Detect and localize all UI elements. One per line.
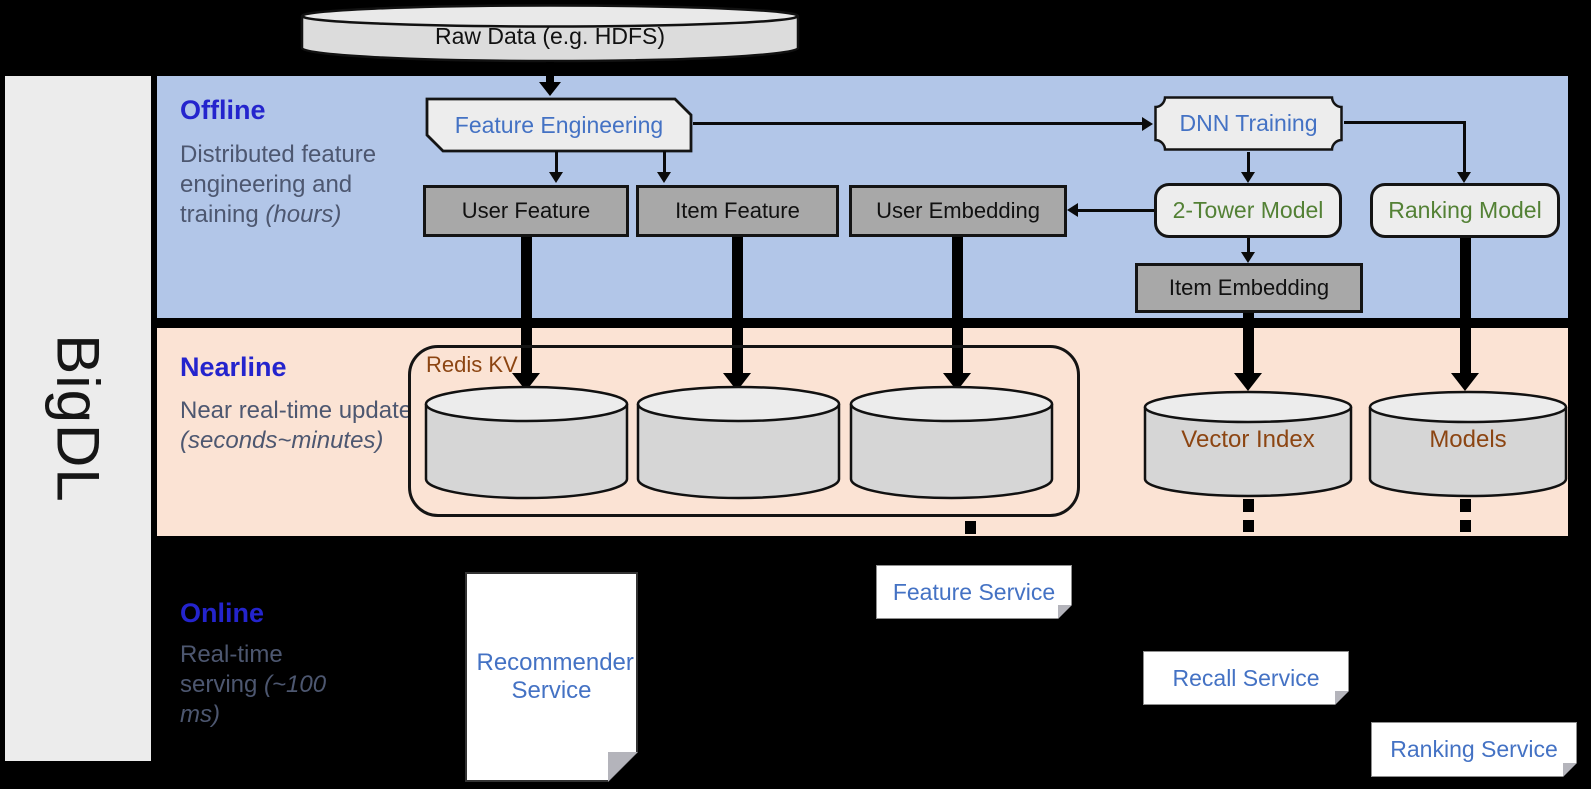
lane-online-subtitle-italic: (~100 ms) [180,671,327,728]
two-tower-model-label: 2-Tower Model [1172,197,1324,223]
bigdl-sidebar: BigDL [5,76,151,761]
item-embedding-label: Item Embedding [1168,275,1330,300]
lane-nearline-subtitle: Near real-time update (seconds~minutes) [180,396,418,456]
user-embedding-label: User Embedding [876,198,1040,223]
vector-index-label: Vector Index [1181,426,1315,453]
ranking-service-node: Ranking Service [1371,722,1577,777]
kv-store-cylinder-2 [636,385,841,500]
user-embedding-node: User Embedding [849,185,1067,237]
models-cylinder [1368,390,1568,498]
recall-service-node: Recall Service [1143,651,1349,705]
two-tower-model-node: 2-Tower Model [1154,183,1342,238]
dnn-training-shape [1154,96,1343,151]
lane-nearline-subtitle-italic: (seconds~minutes) [180,427,384,454]
recommender-service-folded-corner [608,752,638,782]
lane-online-title: Online [180,598,265,628]
lane-offline-title: Offline [180,95,266,125]
bigdl-label: BigDL [44,334,112,503]
lane-nearline-title: Nearline [180,352,287,382]
feature-service-node: Feature Service [876,565,1072,619]
raw-data-label: Raw Data (e.g. HDFS) [434,22,666,49]
models-label: Models [1429,426,1507,453]
feature-engineering-shape [425,97,693,153]
dnn-training-label: DNN Training [1179,110,1318,136]
item-feature-label: Item Feature [675,198,800,223]
feature-engineering-label: Feature Engineering [454,111,664,138]
raw-data-cylinder [300,4,800,63]
lane-nearline-subtitle-text: Near real-time update [180,397,413,424]
lane-online-subtitle-text: Real-time serving [180,641,283,698]
feature-service-folded-corner [1058,605,1072,619]
lane-online-subtitle: Real-time serving (~100 ms) [180,640,345,730]
redis-kv-group [408,345,1080,517]
ranking-model-label: Ranking Model [1388,197,1542,223]
recommender-service-label: Recommender Service [476,649,634,704]
lane-offline-subtitle: Distributed feature engineering and trai… [180,140,385,230]
recall-service-folded-corner [1335,691,1349,705]
lane-offline-subtitle-italic: (hours) [265,201,342,228]
recall-service-label: Recall Service [1172,664,1320,691]
redis-kv-label: Redis KV [426,352,518,377]
kv-store-cylinder-3 [849,385,1054,500]
ranking-model-node: Ranking Model [1370,183,1560,238]
feature-service-label: Feature Service [892,578,1056,605]
user-feature-label: User Feature [461,198,591,223]
vector-index-cylinder [1143,390,1353,498]
ranking-service-label: Ranking Service [1390,736,1558,762]
ranking-service-folded-corner [1563,763,1577,777]
user-feature-node: User Feature [423,185,629,237]
kv-store-cylinder-1 [424,385,629,500]
item-embedding-node: Item Embedding [1135,263,1363,313]
recommender-service-node: Recommender Service [465,572,638,782]
lane-offline-subtitle-text: Distributed feature engineering and trai… [180,141,377,228]
item-feature-node: Item Feature [636,185,839,237]
